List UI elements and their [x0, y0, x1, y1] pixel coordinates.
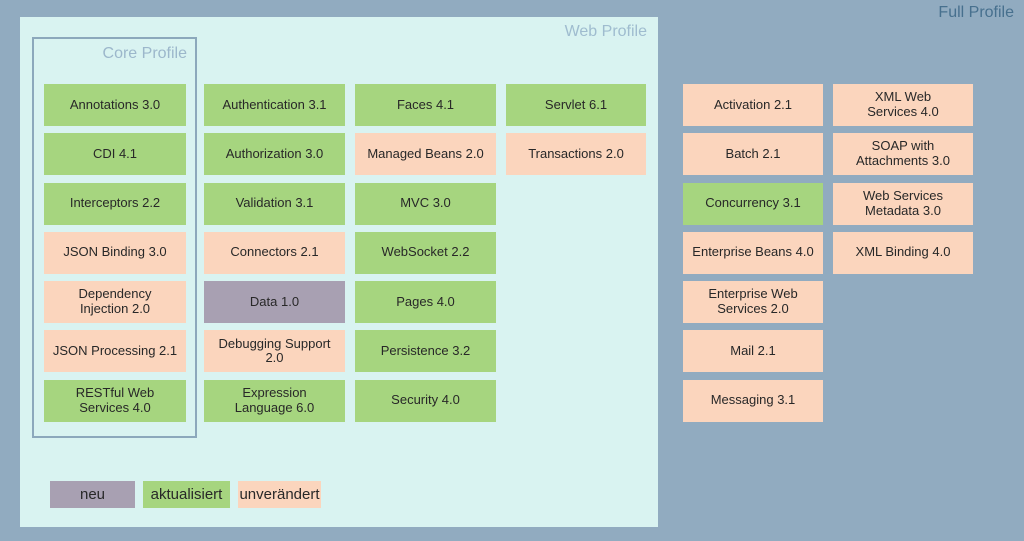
spec-box: Expression Language 6.0 [204, 379, 345, 422]
core-profile-label: Core Profile [102, 45, 187, 62]
web-profile-label: Web Profile [564, 23, 647, 40]
spec-box: Mail 2.1 [683, 330, 823, 373]
full-profile-label: Full Profile [938, 4, 1014, 21]
spec-box: Activation 2.1 [683, 84, 823, 126]
spec-box: Persistence 3.2 [355, 330, 496, 373]
spec-box: Validation 3.1 [204, 182, 345, 225]
spec-box: RESTful Web Services 4.0 [44, 379, 186, 422]
spec-box: XML Binding 4.0 [833, 231, 973, 274]
core-profile-region: Core Profile [32, 37, 197, 438]
spec-box: Web Services Metadata 3.0 [833, 182, 973, 225]
spec-box: Annotations 3.0 [44, 84, 186, 126]
spec-box: Managed Beans 2.0 [355, 133, 496, 176]
spec-box: XML Web Services 4.0 [833, 84, 973, 126]
spec-box: Faces 4.1 [355, 84, 496, 126]
spec-box: Debugging Support 2.0 [204, 330, 345, 373]
legend-item-new: neu [50, 481, 135, 508]
spec-box: CDI 4.1 [44, 133, 186, 176]
spec-box: MVC 3.0 [355, 182, 496, 225]
spec-box: Authorization 3.0 [204, 133, 345, 176]
spec-box: Security 4.0 [355, 379, 496, 422]
spec-box: Dependency Injection 2.0 [44, 281, 186, 324]
spec-box: JSON Processing 2.1 [44, 330, 186, 373]
spec-box: Transactions 2.0 [506, 133, 646, 176]
spec-box: WebSocket 2.2 [355, 231, 496, 274]
spec-box: SOAP with Attachments 3.0 [833, 133, 973, 176]
spec-box: Servlet 6.1 [506, 84, 646, 126]
spec-box: Pages 4.0 [355, 281, 496, 324]
spec-box: Enterprise Web Services 2.0 [683, 281, 823, 324]
legend: neu aktualisiert unverändert [50, 481, 321, 508]
spec-box: Batch 2.1 [683, 133, 823, 176]
spec-box: Authentication 3.1 [204, 84, 345, 126]
spec-box: Enterprise Beans 4.0 [683, 231, 823, 274]
legend-item-updated: aktualisiert [143, 481, 230, 508]
spec-box: Messaging 3.1 [683, 379, 823, 422]
legend-item-unchanged: unverändert [238, 481, 321, 508]
spec-box: Interceptors 2.2 [44, 182, 186, 225]
spec-box: JSON Binding 3.0 [44, 231, 186, 274]
spec-box: Connectors 2.1 [204, 231, 345, 274]
spec-box: Concurrency 3.1 [683, 182, 823, 225]
spec-box: Data 1.0 [204, 281, 345, 324]
